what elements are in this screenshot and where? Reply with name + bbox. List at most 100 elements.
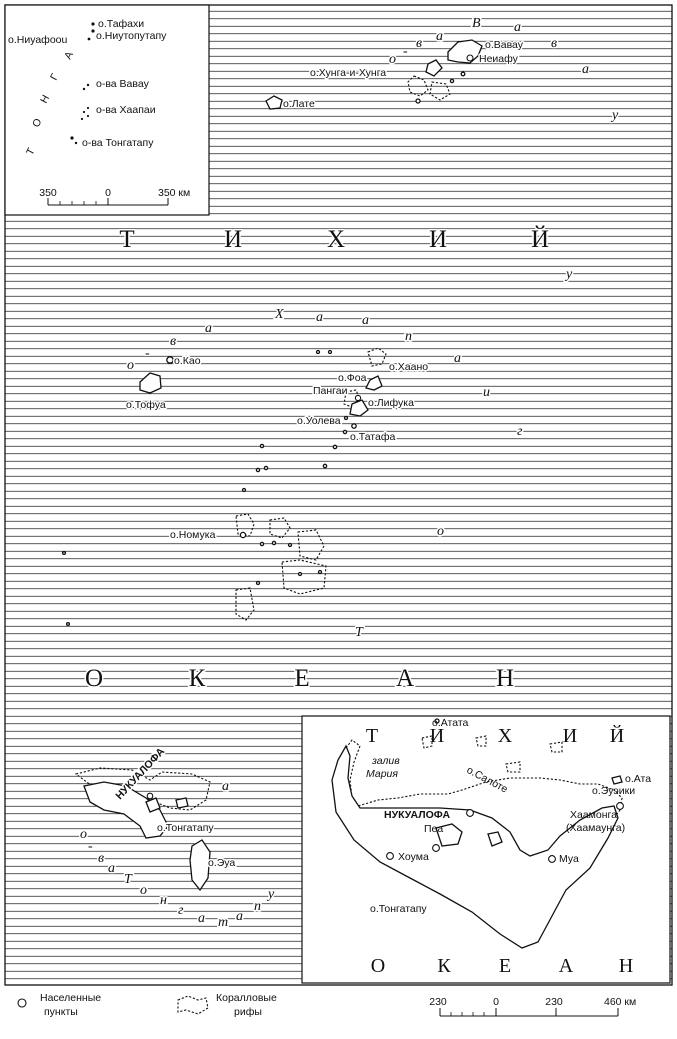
arc-letter: а xyxy=(108,861,115,876)
legend-settlements-1: Населенные xyxy=(40,992,101,1004)
arc-letter: о xyxy=(389,52,396,67)
ocean-title-1: Т И Х И Й xyxy=(118,224,551,255)
lagoon-islet xyxy=(435,823,463,847)
detail-sea-letter: О xyxy=(371,955,385,977)
arc-label-haapai: о - в а Х а а п а и xyxy=(126,306,492,402)
detail-sea-letter: Х xyxy=(498,725,513,747)
label-niuafoou: о.Ниуафоou xyxy=(8,34,67,46)
ocean-letter: И xyxy=(224,226,242,253)
arc-letter: о xyxy=(140,883,147,898)
detail-sea-letter: Е xyxy=(499,955,511,977)
label-ata: о.Ата xyxy=(625,773,651,785)
arc-letter: в xyxy=(416,36,422,51)
ocean-letter: О xyxy=(85,665,103,692)
overview-scale-bar xyxy=(47,198,169,206)
detail-sea-letter: Н xyxy=(619,955,633,977)
main-scale-bar xyxy=(439,1008,619,1017)
ocean-letter: Й xyxy=(531,225,549,253)
arc-letter: у xyxy=(266,887,275,902)
label-tongatapu-main: о.Тонгатапу xyxy=(157,822,214,834)
vavau-group xyxy=(265,39,483,110)
arc-letter: в xyxy=(98,851,104,866)
overview-inset: о.Тафахи о.Ниуафоou о.Ниутопутапу о-ва В… xyxy=(4,4,210,216)
label-uoleva: о.Уолева xyxy=(297,415,341,427)
detail-sea-letter: Й xyxy=(610,724,624,747)
arc-letter: а xyxy=(436,29,443,44)
kao-island xyxy=(166,356,174,364)
arc-letter: в xyxy=(170,334,176,349)
legend-reefs-1: Коралловые xyxy=(216,992,277,1004)
label-pea: Пеа xyxy=(424,823,443,835)
label-haamonga-2: (Хаамаунга) xyxy=(566,822,625,834)
arc-letter: Т xyxy=(124,872,133,887)
neiafu-marker xyxy=(466,54,474,62)
label-vavau-group: о-ва Вавау xyxy=(96,78,150,90)
arc-letter: а xyxy=(514,20,521,35)
settlement-legend-symbol xyxy=(17,998,27,1008)
arc-letter-stray: у xyxy=(564,267,573,282)
ocean-letter: Н xyxy=(496,665,514,692)
arc-letter: а xyxy=(582,62,589,77)
arc-label-tongatapu: о - в а Т о н г а т а п у а xyxy=(79,778,277,932)
label-bay-1: залив xyxy=(371,755,400,767)
label-late: о.Лате xyxy=(283,98,315,110)
arc-letter: п xyxy=(254,899,261,914)
ata-island xyxy=(611,775,623,785)
label-neiafu: Неиафу xyxy=(479,53,519,65)
country-letter: Т xyxy=(24,146,38,158)
scale-label: 350 xyxy=(39,187,57,199)
arc-letter: о xyxy=(127,358,134,373)
late-island xyxy=(265,95,283,110)
reef-legend-symbol xyxy=(177,995,209,1015)
label-vavau-island: о.Вавау xyxy=(485,39,524,51)
arc-letter: - xyxy=(88,839,93,854)
detail-sea-letter: Т xyxy=(366,725,378,747)
scale-label: 350 км xyxy=(158,187,190,199)
label-niuatoputapu: о.Ниутопутапу xyxy=(96,30,167,42)
label-mua: Муа xyxy=(559,853,579,865)
houma-marker xyxy=(386,852,394,860)
scale-label: 0 xyxy=(493,996,499,1008)
niuatoputapu-dot xyxy=(91,29,95,33)
scale-label: 230 xyxy=(545,996,563,1008)
scale-label: 0 xyxy=(105,187,111,199)
country-letter: А xyxy=(62,50,76,62)
arc-letter: в xyxy=(551,36,557,51)
label-lifuka: о.Лифука xyxy=(368,397,414,409)
detail-sea-letter: И xyxy=(563,725,577,747)
niuafoou-dot xyxy=(87,37,91,41)
label-haamonga-1: Хаамонга xyxy=(570,809,617,821)
nukualofa-marker xyxy=(146,792,154,800)
arc-letter-stray: г xyxy=(517,424,523,439)
label-hunga: о.Хунга-и-Хунга xyxy=(310,67,386,79)
ocean-letter: А xyxy=(396,665,414,692)
arc-letter: а xyxy=(454,351,461,366)
legend-reefs-2: рифы xyxy=(234,1006,262,1018)
tongatapu-group xyxy=(74,767,211,892)
legend-settlements-2: пункты xyxy=(44,1006,78,1018)
arc-letter-stray: о xyxy=(437,524,444,539)
arc-letter: а xyxy=(362,313,369,328)
label-tafahi: о.Тафахи xyxy=(98,18,144,30)
arc-letter: В xyxy=(472,16,481,31)
map-frame xyxy=(4,4,673,986)
arc-letter: - xyxy=(403,44,408,59)
eua-island xyxy=(189,839,211,892)
detail-sea-letter: К xyxy=(437,955,451,977)
ocean-letter: Х xyxy=(327,226,345,253)
label-nukualofa-detail: НУКУАЛОФА xyxy=(384,809,450,821)
haamonga-marker xyxy=(616,802,624,810)
arc-letter-stray: а xyxy=(222,779,229,794)
ocean-letter: И xyxy=(429,226,447,253)
label-tongatapu-group: о-ва Тонгатапу xyxy=(82,137,154,149)
arc-letter: а xyxy=(205,321,212,336)
detail-inset xyxy=(301,715,671,984)
scale-label: 460 км xyxy=(604,996,636,1008)
label-houma: Хоума xyxy=(398,851,429,863)
tongatapu-island-detail xyxy=(331,744,619,949)
arc-letter: у xyxy=(610,108,619,123)
lagoon-islet xyxy=(487,831,503,847)
arc-letter-stray: Т xyxy=(355,625,364,640)
scale-label: 230 xyxy=(429,996,447,1008)
